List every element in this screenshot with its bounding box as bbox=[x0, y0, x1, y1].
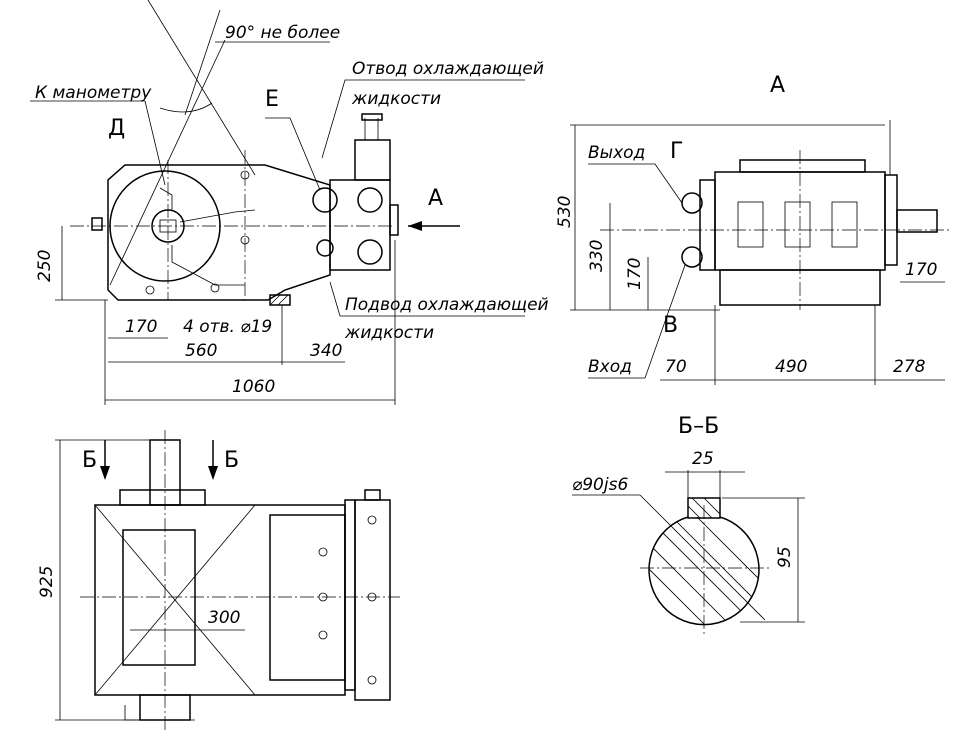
dim-1060: 1060 bbox=[232, 377, 275, 397]
view-a-title: А bbox=[770, 73, 785, 98]
dim-250: 250 bbox=[35, 250, 55, 282]
coolant-in-label-2: жидкости bbox=[344, 323, 434, 343]
angle-label: 90° не более bbox=[225, 23, 340, 43]
coolant-in-label-1: Подвод охлаждающей bbox=[345, 295, 549, 315]
top-view-dimensions: 925 300 bbox=[37, 439, 245, 721]
diameter-label: ⌀90js6 bbox=[572, 475, 628, 495]
manometer-label: К манометру bbox=[35, 83, 152, 103]
section-dimensions: 25 ⌀90js6 95 bbox=[572, 449, 805, 623]
dim-330: 330 bbox=[587, 240, 607, 272]
inlet-label: Вход bbox=[588, 357, 632, 377]
dim-300: 300 bbox=[208, 608, 240, 628]
coolant-out-label-2: жидкости bbox=[351, 89, 441, 109]
front-dimensions: 250 170 4 отв. ⌀19 560 340 1060 bbox=[35, 226, 396, 405]
dim-170-view-a: 170 bbox=[625, 258, 645, 290]
front-view bbox=[70, 0, 399, 306]
top-view bbox=[80, 430, 400, 730]
dim-530: 530 bbox=[555, 196, 575, 228]
point-e-label: Е bbox=[265, 87, 279, 112]
section-title: Б–Б bbox=[678, 414, 719, 439]
holes-label: 4 отв. ⌀19 bbox=[183, 317, 272, 337]
outlet-label: Выход bbox=[588, 143, 645, 163]
dim-95: 95 bbox=[775, 546, 795, 568]
point-v-label: В bbox=[663, 313, 678, 338]
section-b-left: Б bbox=[82, 448, 97, 473]
dim-490: 490 bbox=[775, 357, 807, 377]
dim-70: 70 bbox=[665, 357, 687, 377]
dim-170-right: 170 bbox=[905, 260, 937, 280]
view-a-dimensions: 530 330 170 170 70 490 278 bbox=[555, 124, 945, 385]
section-b-right: Б bbox=[224, 448, 239, 473]
dim-560: 560 bbox=[185, 341, 217, 361]
view-a bbox=[600, 120, 950, 310]
coolant-out-label-1: Отвод охлаждающей bbox=[352, 59, 544, 79]
dim-170-front: 170 bbox=[125, 317, 157, 337]
dim-340: 340 bbox=[310, 341, 342, 361]
dim-925: 925 bbox=[37, 566, 57, 598]
dim-278: 278 bbox=[893, 357, 926, 377]
arrow-a-label: А bbox=[428, 186, 443, 211]
point-d-label: Д bbox=[108, 116, 125, 141]
dim-25: 25 bbox=[692, 449, 714, 469]
shaft-section bbox=[640, 497, 770, 635]
point-g-label: Г bbox=[670, 139, 683, 164]
